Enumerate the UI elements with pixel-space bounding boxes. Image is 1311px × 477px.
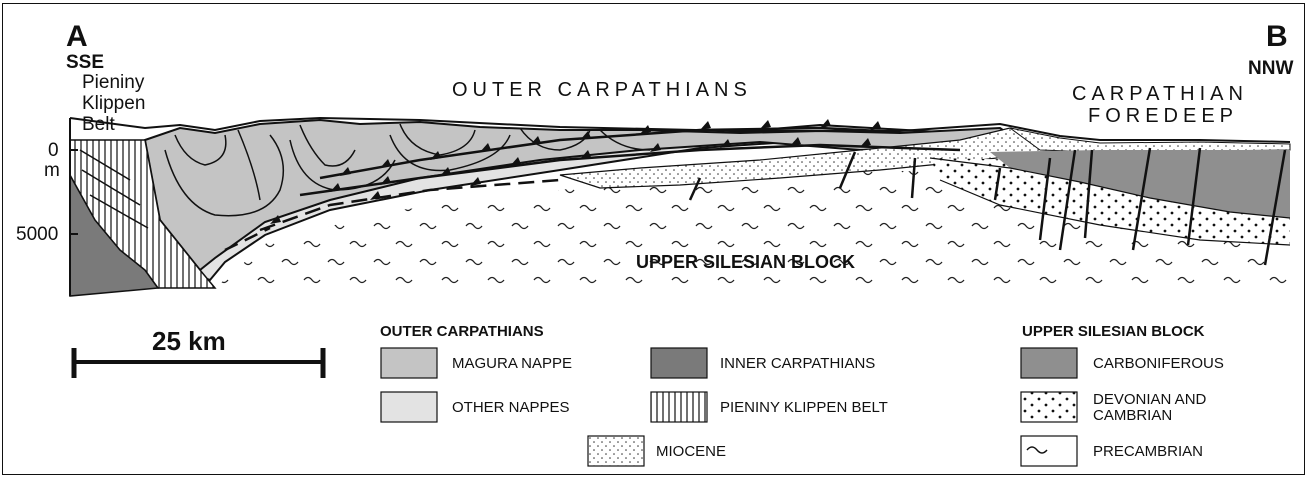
- foredeep-label-1: CARPATHIAN: [1072, 83, 1248, 105]
- depth-tick-5000: 5000: [16, 224, 58, 245]
- outer-carpathians-title: OUTER CARPATHIANS: [452, 79, 752, 101]
- legend-swatch-pieniny: [651, 392, 707, 422]
- upper-silesian-label: UPPER SILESIAN BLOCK: [636, 252, 855, 272]
- legend: OUTER CARPATHIANS UPPER SILESIAN BLOCK M…: [380, 323, 1224, 466]
- depth-unit-m: m: [44, 160, 60, 181]
- legend-label-devonian-2: CAMBRIAN: [1093, 407, 1172, 424]
- legend-swatch-inner: [651, 348, 707, 378]
- legend-swatch-magura: [381, 348, 437, 378]
- legend-group-upper: UPPER SILESIAN BLOCK: [1022, 323, 1205, 340]
- foredeep-label-2: FOREDEEP: [1088, 105, 1238, 127]
- legend-swatch-precambrian: [1021, 436, 1077, 466]
- klippen-label-2: Klippen: [82, 93, 145, 114]
- section-end-a: A: [66, 20, 88, 53]
- legend-label-devonian-1: DEVONIAN AND: [1093, 391, 1207, 408]
- legend-label-pieniny: PIENINY KLIPPEN BELT: [720, 399, 888, 416]
- direction-nnw: NNW: [1248, 58, 1293, 79]
- legend-label-other: OTHER NAPPES: [452, 399, 570, 416]
- scale-bar-label: 25 km: [152, 326, 226, 356]
- legend-label-magura: MAGURA NAPPE: [452, 355, 572, 372]
- legend-swatch-other: [381, 392, 437, 422]
- legend-label-carboniferous: CARBONIFEROUS: [1093, 355, 1224, 372]
- legend-label-inner: INNER CARPATHIANS: [720, 355, 875, 372]
- scale-bar: 25 km: [72, 326, 325, 378]
- klippen-label-3: Belt: [82, 114, 115, 135]
- legend-label-precambrian: PRECAMBRIAN: [1093, 443, 1203, 460]
- depth-tick-0: 0: [48, 140, 59, 161]
- section-end-b: B: [1266, 20, 1288, 53]
- legend-label-miocene: MIOCENE: [656, 443, 726, 460]
- legend-group-outer: OUTER CARPATHIANS: [380, 323, 544, 340]
- legend-swatch-miocene: [588, 436, 644, 466]
- direction-sse: SSE: [66, 52, 104, 73]
- legend-swatch-devonian: [1021, 392, 1077, 422]
- klippen-label-1: Pieniny: [82, 72, 145, 93]
- legend-swatch-carboniferous: [1021, 348, 1077, 378]
